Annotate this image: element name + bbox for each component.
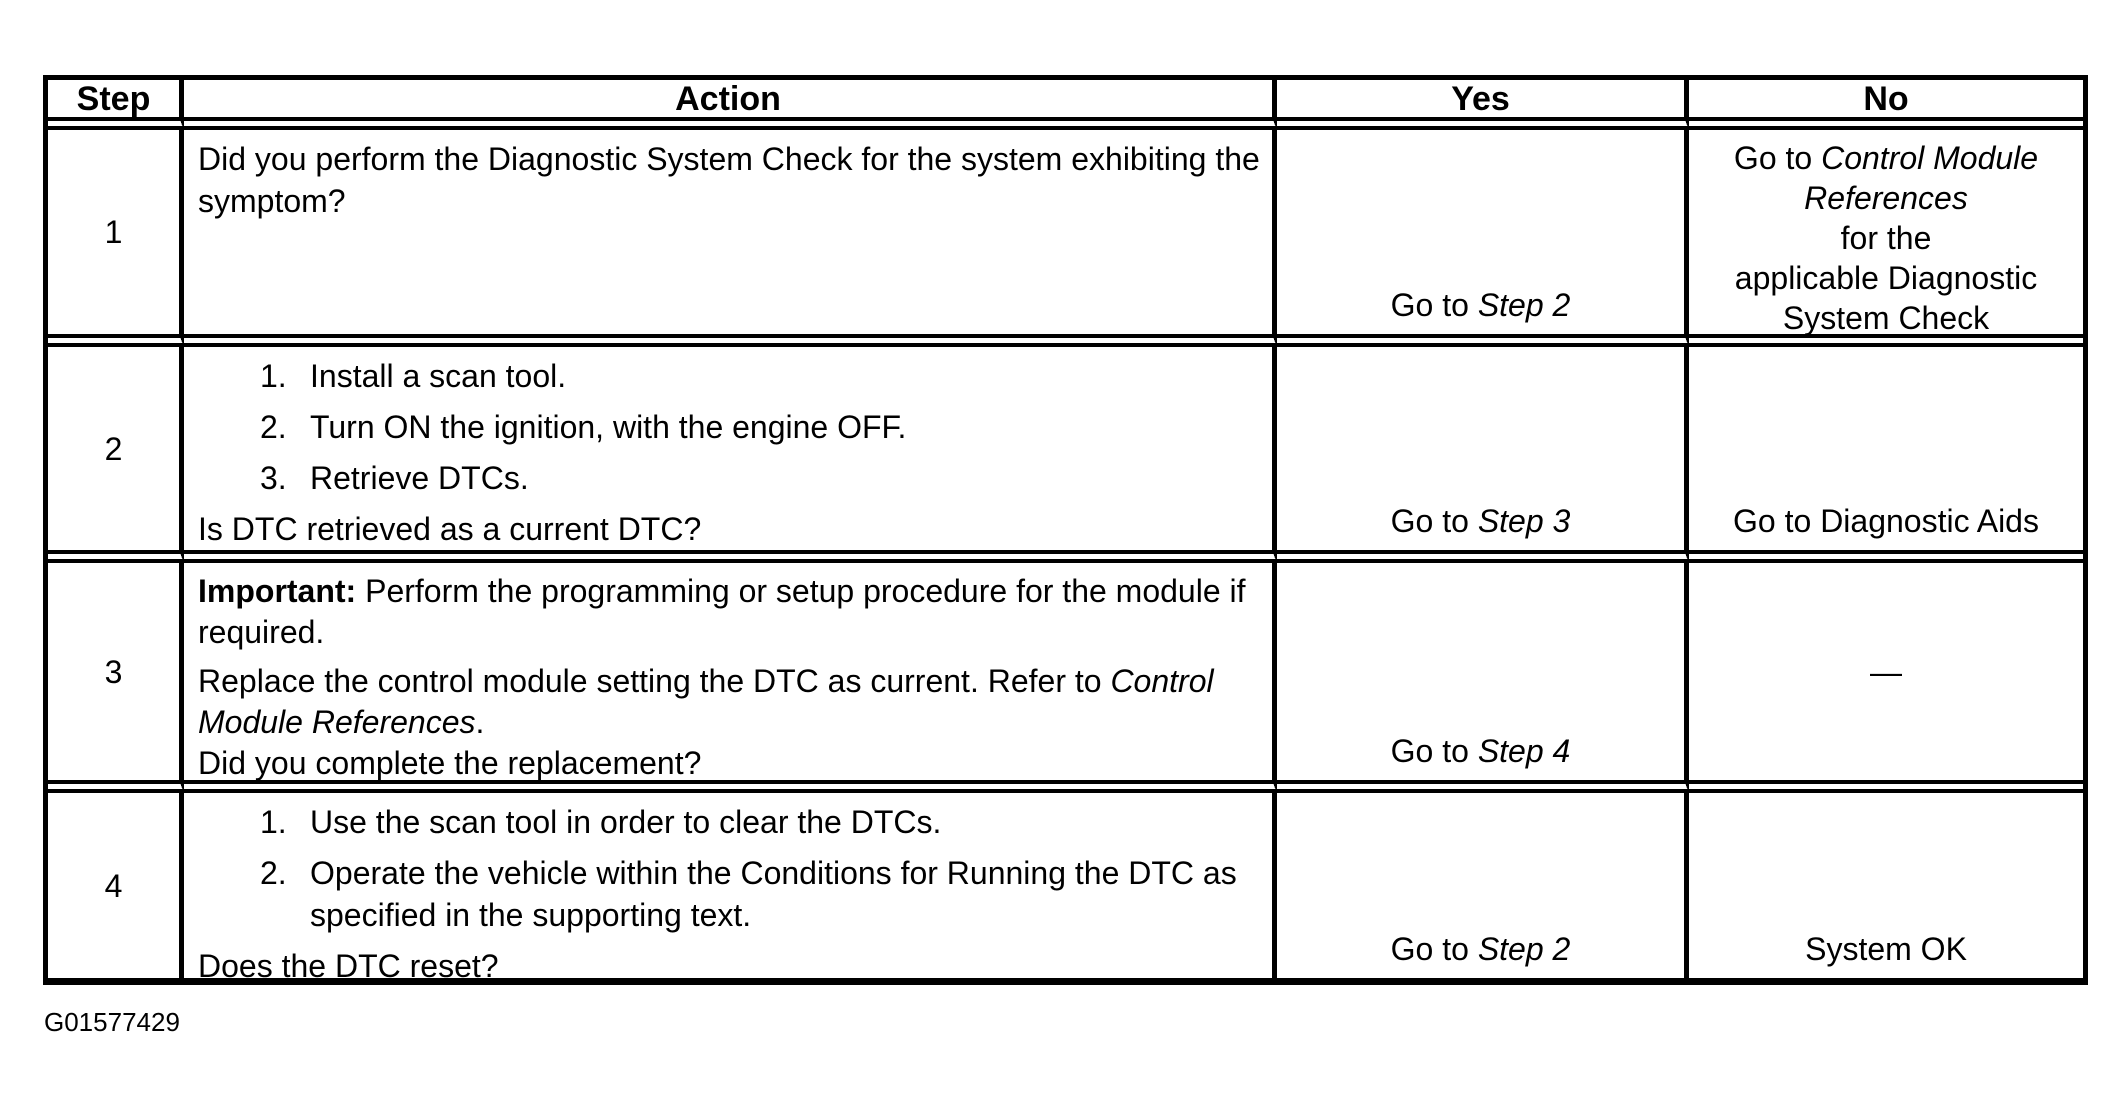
- yes-instruction: Go to Step 2: [1390, 287, 1571, 323]
- yes-instruction: Go to Step 3: [1390, 503, 1571, 539]
- step-reference: Step 4: [1477, 733, 1571, 769]
- step-reference: Step 2: [1477, 287, 1571, 323]
- list-item: 1.Install a scan tool.: [260, 358, 567, 394]
- no-instruction: Go to Diagnostic Aids: [1733, 503, 2039, 539]
- column-header-step: Step: [48, 80, 184, 130]
- important-note: Important: Perform the programming or se…: [198, 573, 1246, 650]
- yes-cell-4: Go to Step 2: [1277, 793, 1689, 978]
- list-item: 2.Turn ON the ignition, with the engine …: [260, 409, 907, 445]
- figure-id: G01577429: [44, 1007, 180, 1037]
- no-dash: —: [1870, 653, 1902, 690]
- action-question: Did you complete the replacement?: [198, 745, 702, 781]
- step-number-1: 1: [48, 130, 184, 347]
- important-label: Important:: [198, 573, 357, 609]
- yes-cell-3: Go to Step 4: [1277, 563, 1689, 793]
- yes-cell-2: Go to Step 3: [1277, 347, 1689, 563]
- module-reference: Control Module References: [198, 663, 1214, 740]
- no-cell-1: Go to Control Module References for the …: [1689, 130, 2083, 347]
- column-header-yes: Yes: [1277, 80, 1689, 130]
- yes-instruction: Go to Step 2: [1390, 931, 1571, 967]
- yes-cell-1: Go to Step 2: [1277, 130, 1689, 347]
- step-number-4: 4: [48, 793, 184, 978]
- column-header-action: Action: [184, 80, 1277, 130]
- no-cell-2: Go to Diagnostic Aids: [1689, 347, 2083, 563]
- action-question: Does the DTC reset?: [198, 948, 499, 978]
- action-question: Is DTC retrieved as a current DTC?: [198, 511, 702, 547]
- list-item: 1.Use the scan tool in order to clear th…: [260, 804, 942, 840]
- step-number-3: 3: [48, 563, 184, 793]
- list-item: 2.Operate the vehicle within the Conditi…: [260, 855, 1237, 933]
- action-cell-4: 1.Use the scan tool in order to clear th…: [184, 793, 1277, 978]
- step-reference: Step 3: [1477, 503, 1571, 539]
- no-instruction: System OK: [1805, 931, 1967, 967]
- diagnostic-table: Step Action Yes No 1 Did you perform the…: [43, 75, 2088, 985]
- action-text: Replace the control module setting the D…: [198, 663, 1214, 740]
- module-reference: Control Module: [1821, 140, 2039, 176]
- action-cell-2: 1.Install a scan tool. 2.Turn ON the ign…: [184, 347, 1277, 563]
- module-reference: References: [1804, 180, 1968, 216]
- yes-instruction: Go to Step 4: [1390, 733, 1571, 769]
- action-cell-1: Did you perform the Diagnostic System Ch…: [184, 130, 1277, 347]
- action-cell-3: Important: Perform the programming or se…: [184, 563, 1277, 793]
- column-header-no: No: [1689, 80, 2083, 130]
- no-instruction: Go to Control Module References for the …: [1733, 140, 2039, 336]
- step-reference: Step 2: [1477, 931, 1571, 967]
- no-cell-4: System OK: [1689, 793, 2083, 978]
- no-cell-3: —: [1689, 563, 2083, 793]
- action-text: Did you perform the Diagnostic System Ch…: [198, 141, 1260, 219]
- list-item: 3.Retrieve DTCs.: [260, 460, 529, 496]
- step-number-2: 2: [48, 347, 184, 563]
